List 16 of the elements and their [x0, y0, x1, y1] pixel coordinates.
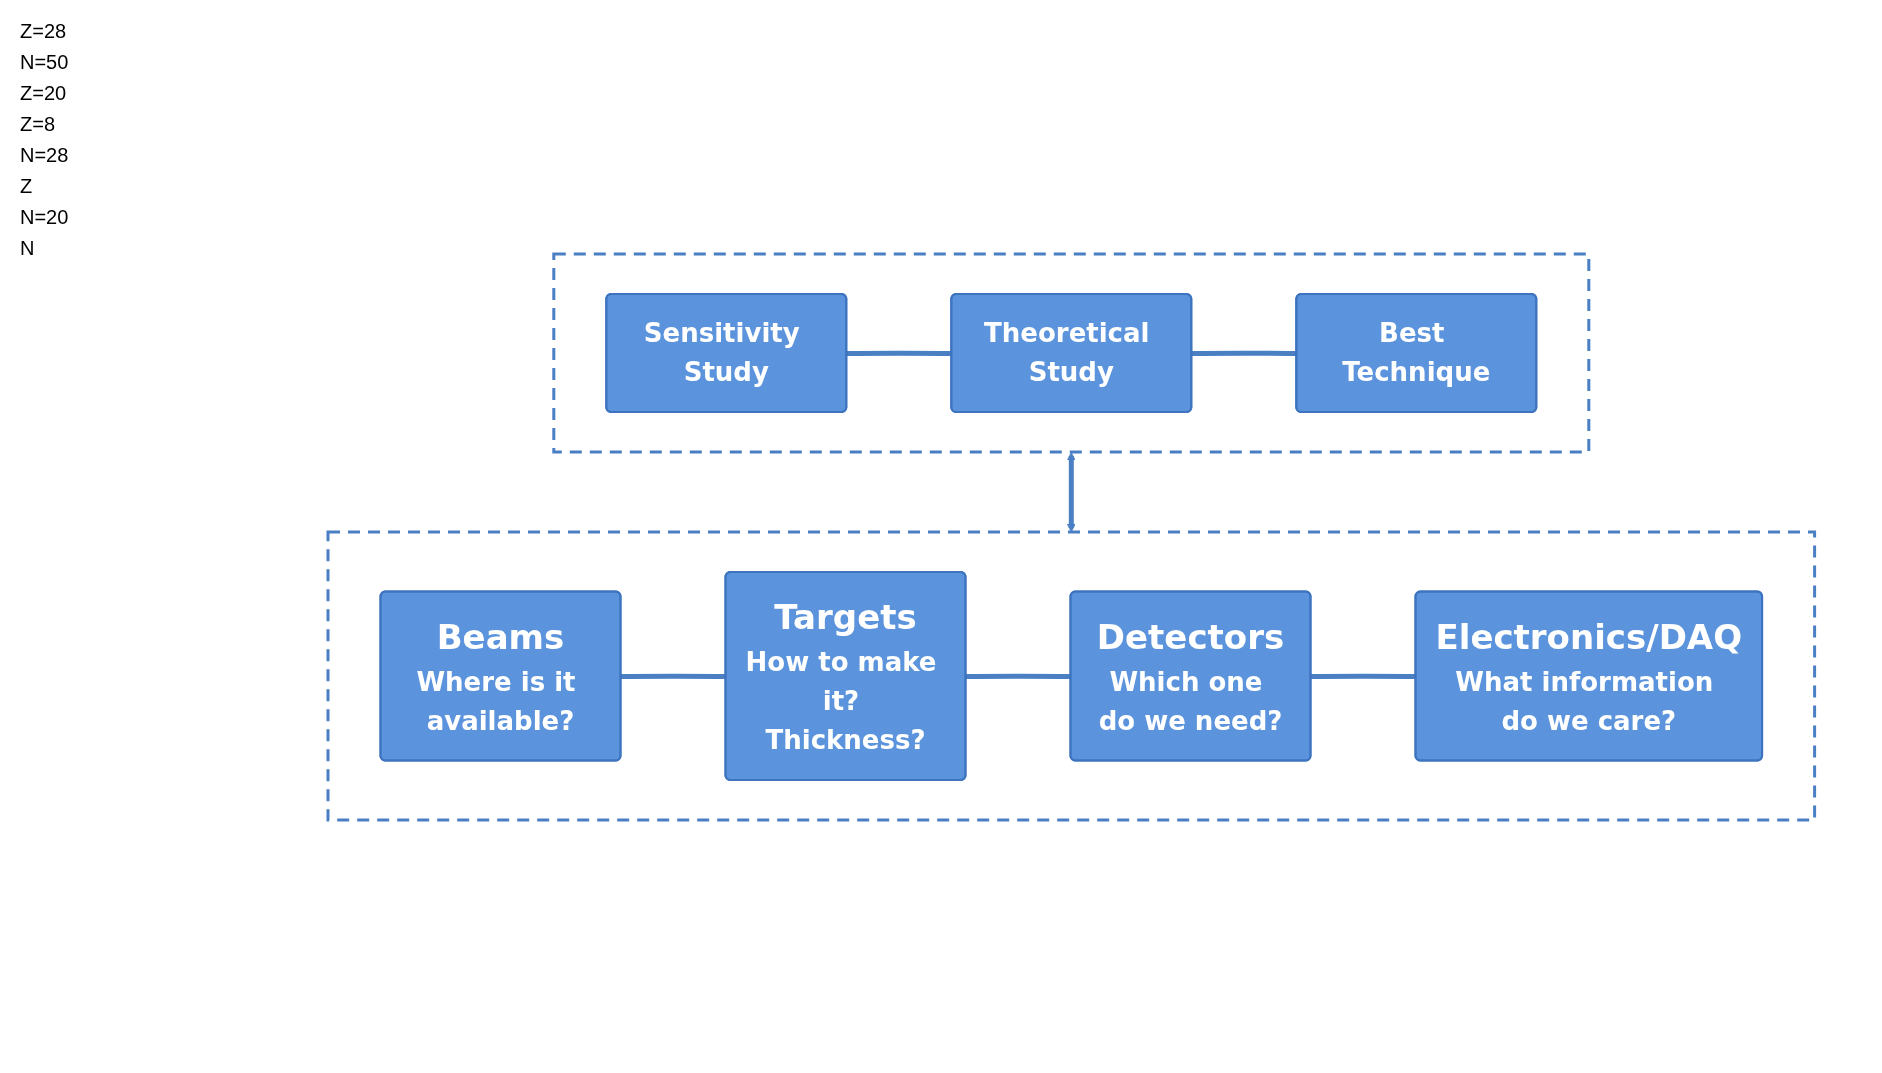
- cluster: [326, 530, 1816, 821]
- arrow: [1066, 451, 1076, 532]
- connector: [965, 673, 1071, 679]
- axis-tick-label: N=20: [20, 206, 70, 229]
- axis-tick-label: Z=28: [20, 20, 68, 43]
- axis-tick-label: Z: [20, 175, 34, 198]
- connector: [846, 350, 952, 356]
- axis-tick-label: N=50: [20, 51, 70, 74]
- connector: [620, 673, 726, 679]
- axis-tick-label: Z=8: [20, 113, 57, 136]
- axis-tick-label: N=28: [20, 144, 70, 167]
- connector: [1310, 673, 1416, 679]
- axis-tick-label: N: [20, 237, 36, 260]
- cluster: [552, 252, 1590, 453]
- connector: [1191, 350, 1297, 356]
- axis-tick-label: Z=20: [20, 82, 68, 105]
